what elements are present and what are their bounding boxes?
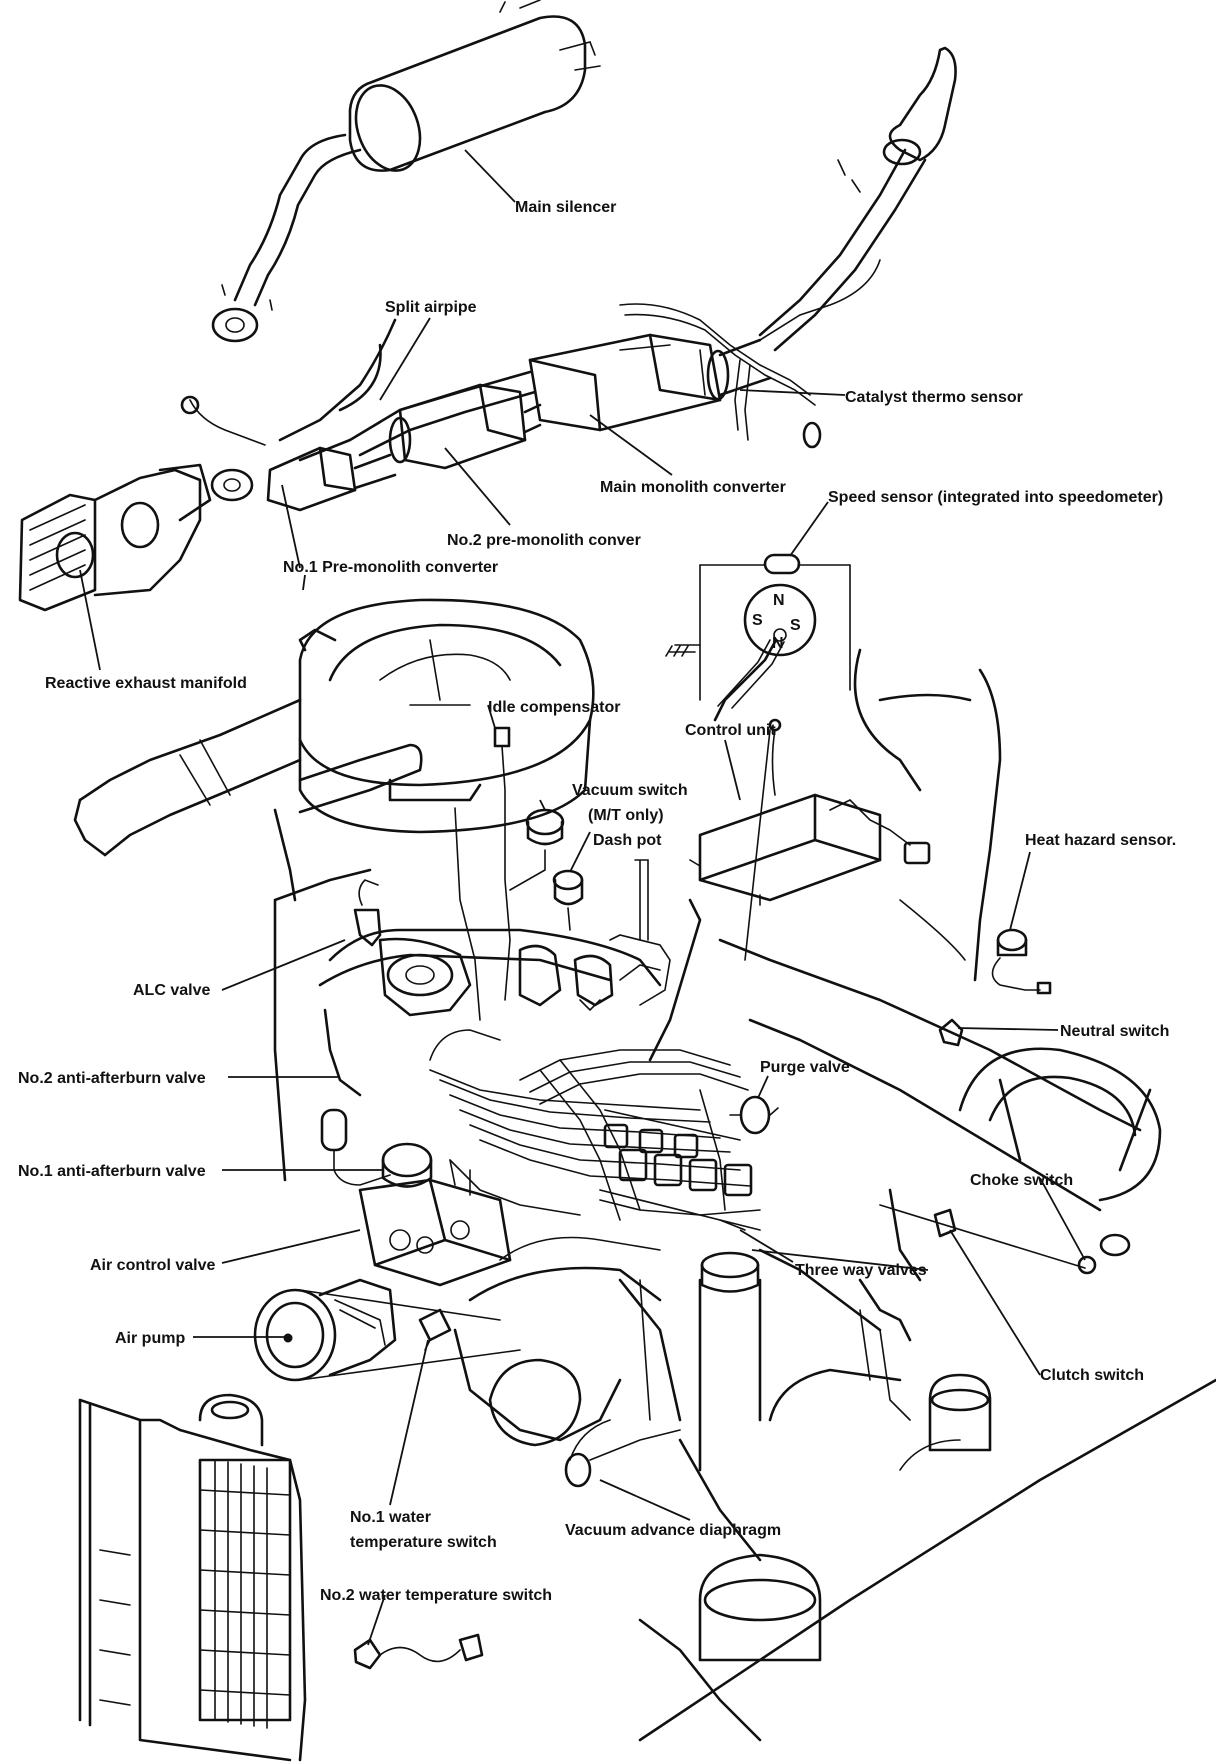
label-no1-water-temp-switch-line1: No.1 water bbox=[350, 1509, 431, 1526]
label-alc-valve: ALC valve bbox=[133, 982, 210, 999]
main-silencer-part bbox=[211, 0, 601, 343]
pole-n-bottom: N bbox=[772, 635, 784, 652]
tailpipe-part bbox=[758, 46, 957, 352]
air-cleaner-part bbox=[298, 598, 595, 834]
idle-compensator-part bbox=[454, 726, 511, 1021]
label-catalyst-thermo-sensor: Catalyst thermo sensor bbox=[845, 389, 1023, 406]
air-control-valve-part bbox=[358, 1159, 512, 1287]
label-no1-pre-monolith: No.1 Pre-monolith converter bbox=[283, 559, 498, 576]
label-no2-anti-afterburn-valve: No.2 anti-afterburn valve bbox=[18, 1070, 206, 1087]
pole-n-top: N bbox=[773, 592, 785, 609]
water-temp-switch-no1-part bbox=[418, 1308, 452, 1351]
label-main-silencer: Main silencer bbox=[515, 199, 616, 216]
no1-pre-monolith-part bbox=[180, 395, 397, 512]
label-no1-water-temp-switch-line2: temperature switch bbox=[350, 1534, 497, 1551]
label-dash-pot: Dash pot bbox=[593, 832, 662, 849]
reactive-exhaust-manifold-part bbox=[18, 463, 212, 612]
speed-sensor-part bbox=[665, 553, 851, 722]
anti-afterburn-valves-part bbox=[320, 879, 433, 1188]
label-idle-compensator: Idle compensator bbox=[488, 699, 620, 716]
label-reactive-exhaust-manifold: Reactive exhaust manifold bbox=[45, 675, 247, 692]
label-vacuum-switch: Vacuum switch bbox=[572, 782, 688, 799]
pole-s-left: S bbox=[752, 612, 763, 629]
purge-valve-part bbox=[729, 1095, 779, 1135]
water-temp-switch-no2-part bbox=[353, 1633, 484, 1670]
label-split-airpipe: Split airpipe bbox=[385, 299, 477, 316]
label-purge-valve: Purge valve bbox=[760, 1059, 850, 1076]
lower-engine-part bbox=[453, 1236, 902, 1562]
label-vacuum-advance-diaphragm: Vacuum advance diaphragm bbox=[565, 1522, 781, 1539]
label-choke-switch: Choke switch bbox=[970, 1172, 1073, 1189]
air-pump-part bbox=[253, 1278, 521, 1382]
label-speed-sensor: Speed sensor (integrated into speedomete… bbox=[828, 489, 1163, 506]
vacuum-switch-part bbox=[509, 808, 565, 891]
catalyst-thermo-sensor-part bbox=[619, 259, 881, 449]
vacuum-hoses-part bbox=[429, 1029, 761, 1231]
label-three-way-valves: Three way valves bbox=[795, 1262, 927, 1279]
label-air-pump: Air pump bbox=[115, 1330, 185, 1347]
leader-lines bbox=[79, 149, 1086, 1646]
three-way-valves-part bbox=[599, 1109, 761, 1231]
radiator-part bbox=[78, 1393, 307, 1762]
air-intake-duct-part bbox=[73, 698, 423, 902]
engine-body-part bbox=[273, 859, 702, 1182]
heat-hazard-sensor-part bbox=[991, 928, 1052, 995]
control-unit-part bbox=[689, 718, 931, 961]
label-neutral-switch: Neutral switch bbox=[1060, 1023, 1169, 1040]
pole-s-right: S bbox=[790, 617, 801, 634]
no2-pre-monolith-part bbox=[388, 383, 542, 470]
label-vacuum-switch-note: (M/T only) bbox=[588, 807, 664, 824]
label-main-monolith-converter: Main monolith converter bbox=[600, 479, 786, 496]
label-no2-water-temp-switch: No.2 water temperature switch bbox=[320, 1587, 552, 1604]
dash-pot-part bbox=[552, 869, 584, 931]
label-no2-pre-monolith: No.2 pre-monolith conver bbox=[447, 532, 641, 549]
label-control-unit: Control unit bbox=[685, 722, 776, 739]
label-clutch-switch: Clutch switch bbox=[1040, 1367, 1144, 1384]
label-no1-anti-afterburn-valve: No.1 anti-afterburn valve bbox=[18, 1163, 206, 1180]
label-air-control-valve: Air control valve bbox=[90, 1257, 215, 1274]
label-heat-hazard-sensor: Heat hazard sensor. bbox=[1025, 832, 1176, 849]
main-monolith-converter-part bbox=[528, 333, 772, 432]
split-airpipe-part bbox=[278, 318, 537, 462]
vehicle-body-part bbox=[638, 648, 1216, 1742]
brake-reservoir-part bbox=[698, 1309, 992, 1662]
